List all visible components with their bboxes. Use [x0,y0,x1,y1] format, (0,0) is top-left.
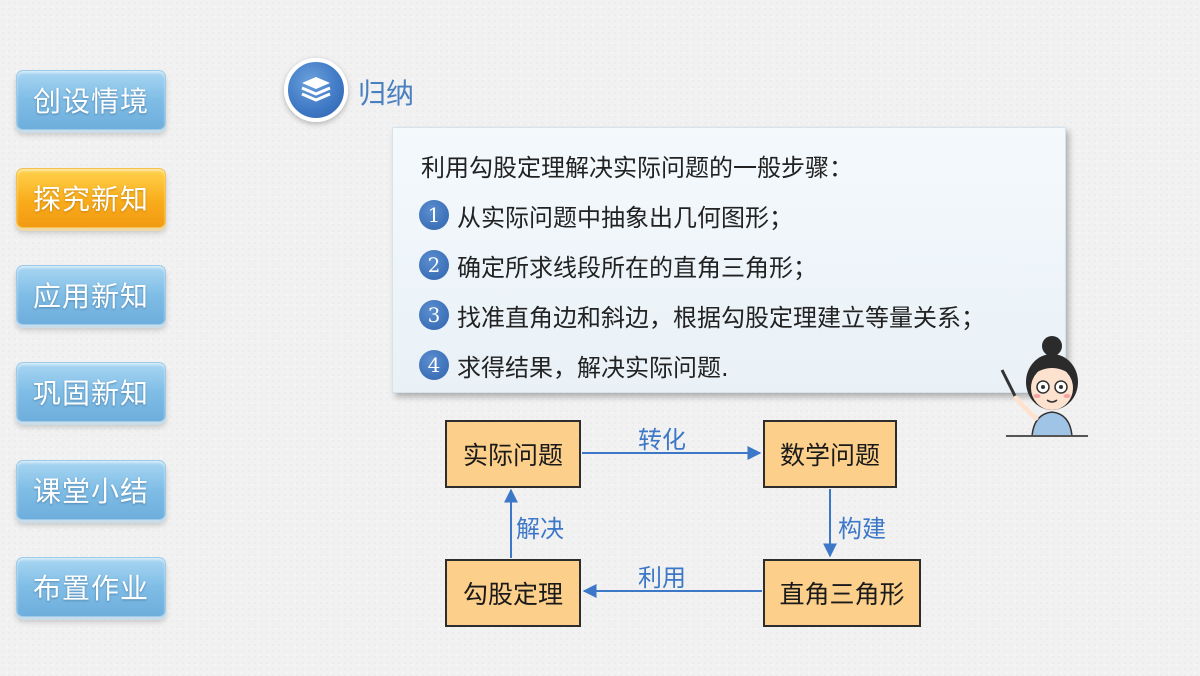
nav-button-class-summary[interactable]: 课堂小结 [16,460,166,520]
flow-box-real-problem: 实际问题 [445,420,581,488]
flow-box-math-problem: 数学问题 [763,420,897,488]
summary-title: 利用勾股定理解决实际问题的一般步骤： [421,154,853,182]
flow-box-right-triangle: 直角三角形 [763,559,921,627]
nav-button-explore-new[interactable]: 探究新知 [16,168,166,228]
nav-button-consolidate-new[interactable]: 巩固新知 [16,362,166,422]
section-title: 归纳 [358,77,415,110]
nav-button-apply-new[interactable]: 应用新知 [16,265,166,325]
flow-label-transform: 转化 [638,426,686,454]
step-text: 找准直角边和斜边，根据勾股定理建立等量关系； [457,303,985,332]
flow-label-construct: 构建 [838,515,886,543]
stack-layers-icon [284,58,348,122]
step-number-badge: 1 [419,200,449,230]
step-item: 2 确定所求线段所在的直角三角形； [419,248,817,282]
flow-box-pythagorean-theorem: 勾股定理 [445,559,581,627]
flow-label-use: 利用 [638,564,686,592]
step-item: 3 找准直角边和斜边，根据勾股定理建立等量关系； [419,298,985,332]
step-item: 1 从实际问题中抽象出几何图形； [419,198,793,232]
nav-button-create-situation[interactable]: 创设情境 [16,70,166,130]
step-text: 求得结果，解决实际问题. [457,353,729,382]
step-number-badge: 4 [419,350,449,380]
step-item: 4 求得结果，解决实际问题. [419,348,729,382]
step-number-badge: 2 [419,250,449,280]
flow-label-solve: 解决 [516,515,564,543]
step-text: 从实际问题中抽象出几何图形； [457,203,793,232]
nav-button-homework[interactable]: 布置作业 [16,557,166,617]
teacher-with-pointer-icon [1000,336,1088,437]
step-text: 确定所求线段所在的直角三角形； [457,253,817,282]
step-number-badge: 3 [419,300,449,330]
summary-card: 利用勾股定理解决实际问题的一般步骤： 1 从实际问题中抽象出几何图形； 2 确定… [392,127,1066,393]
